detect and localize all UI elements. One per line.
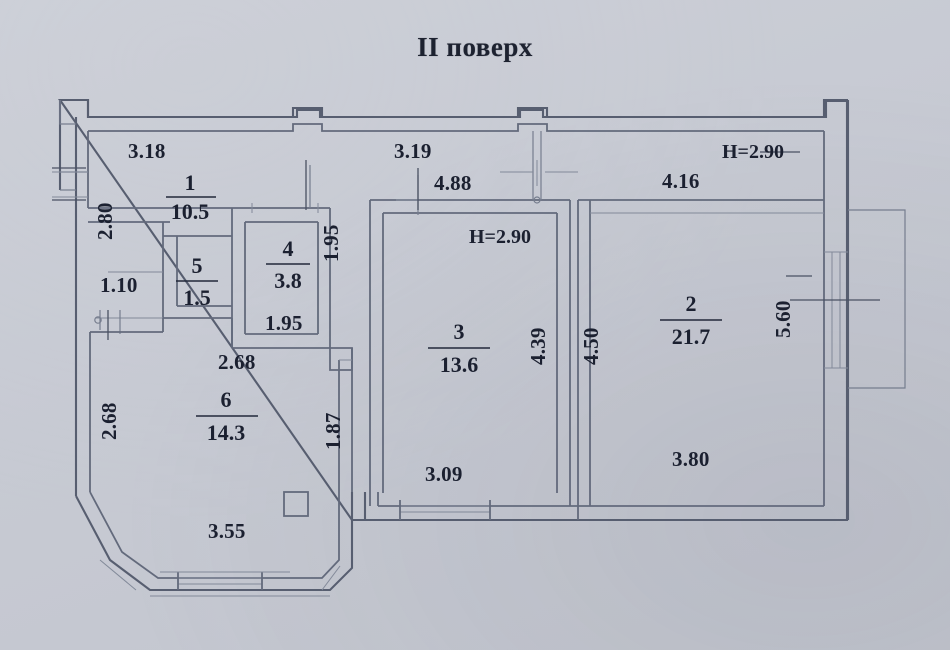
dimension-2-80: 2.80 [93, 202, 117, 240]
dimension-3-19: 3.19 [394, 139, 432, 163]
room-2-area: 21.7 [672, 324, 711, 349]
dimension-ticks [52, 151, 800, 340]
room-label-4: 4 3.8 [266, 236, 310, 293]
building-outline [57, 98, 849, 522]
ceiling-height-right: H=2.90 [722, 141, 784, 163]
dimension-3-09: 3.09 [425, 462, 463, 486]
dimension-1-10: 1.10 [100, 273, 138, 297]
dimension-2-68-left: 2.68 [97, 402, 121, 440]
room-1-area: 10.5 [171, 199, 210, 224]
room-label-3: 3 13.6 [428, 319, 490, 377]
page-title: II поверх [417, 32, 533, 62]
dimension-4-16: 4.16 [662, 169, 700, 193]
room-6-outline [75, 491, 354, 597]
room-1-number: 1 [185, 170, 196, 195]
room-label-5: 5 1.5 [176, 253, 218, 310]
room-1-walls [88, 207, 232, 334]
dimension-5-60: 5.60 [771, 300, 795, 338]
room-3-number: 3 [454, 319, 465, 344]
ceiling-height-left: H=2.90 [469, 226, 531, 248]
room-4-area: 3.8 [274, 268, 302, 293]
room-label-2: 2 21.7 [660, 291, 722, 349]
dimension-4-39: 4.39 [526, 327, 550, 365]
dimension-4-50: 4.50 [579, 327, 603, 365]
dimension-3-18: 3.18 [128, 139, 166, 163]
room-6-number: 6 [221, 387, 232, 412]
dimension-1-87: 1.87 [321, 412, 345, 450]
dimension-3-55: 3.55 [208, 519, 246, 543]
room-label-1: 1 10.5 [166, 170, 216, 224]
room-5-number: 5 [192, 253, 203, 278]
dimension-1-95-bottom: 1.95 [265, 311, 303, 335]
room-6-area: 14.3 [207, 420, 246, 445]
outer-walls [52, 98, 850, 522]
room-3-area: 13.6 [440, 352, 479, 377]
corridor-walls [90, 318, 353, 492]
dimension-3-80: 3.80 [672, 447, 710, 471]
room-4-number: 4 [283, 236, 294, 261]
room-label-6: 6 14.3 [196, 387, 258, 445]
dimension-2-68-top: 2.68 [218, 350, 256, 374]
room-2-number: 2 [686, 291, 697, 316]
fixture-square [283, 491, 309, 517]
balcony-right [786, 209, 906, 389]
dimension-4-88: 4.88 [434, 171, 472, 195]
room-5-area: 1.5 [183, 285, 211, 310]
room-3-walls [369, 131, 578, 520]
dimension-1-95-right: 1.95 [319, 224, 343, 262]
room-2-walls [577, 199, 824, 520]
